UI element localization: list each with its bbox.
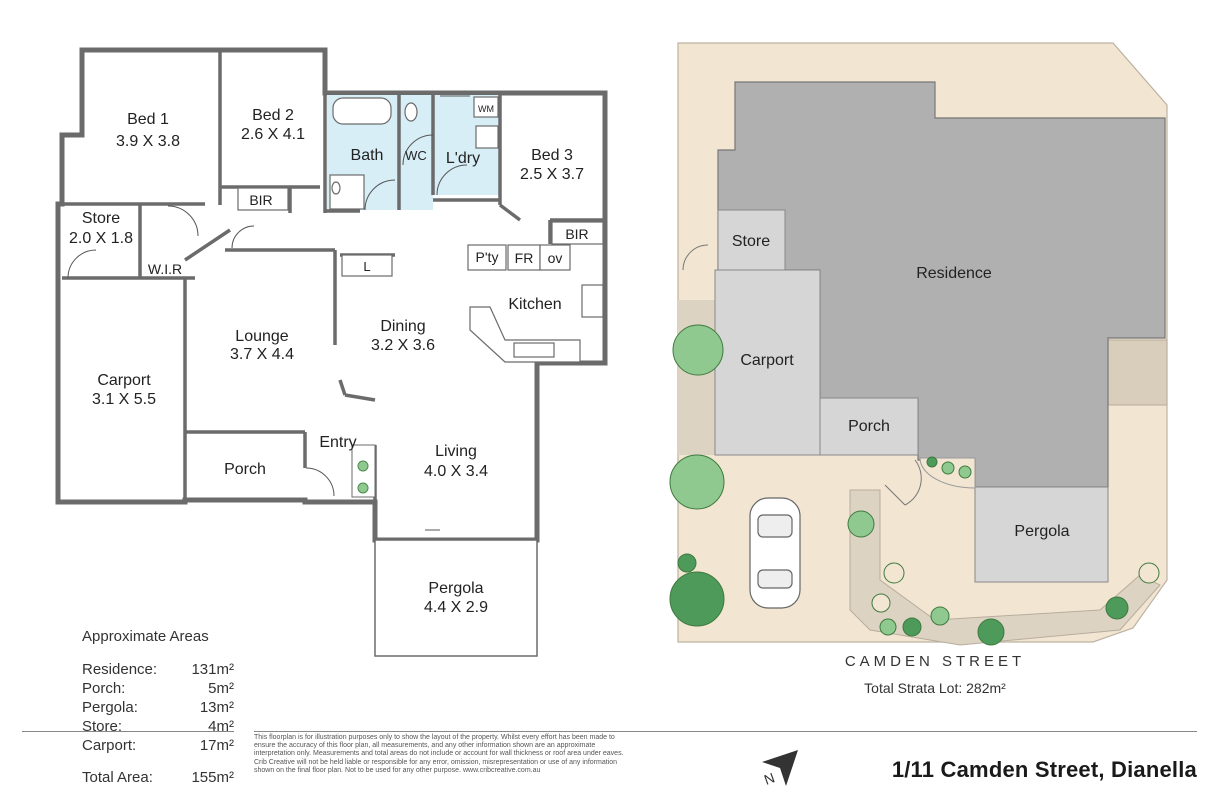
- room-size-carport: 3.1 X 5.5: [92, 391, 156, 408]
- room-name-bath: Bath: [351, 147, 384, 164]
- site-store: [717, 209, 786, 271]
- room-size-pergola: 4.4 X 2.9: [424, 599, 488, 616]
- site-label-carport: Carport: [740, 352, 794, 369]
- site-label-residence: Residence: [916, 265, 992, 282]
- site-label-pergola: Pergola: [1014, 523, 1069, 540]
- site-plan: [669, 42, 1168, 646]
- sink: [513, 342, 555, 358]
- laundry-tub: [475, 125, 499, 149]
- room-name-living: Living: [435, 443, 477, 460]
- cooktop: [581, 284, 604, 318]
- room-size-bed1: 3.9 X 3.8: [116, 133, 180, 150]
- disclaimer-text: This floorplan is for illustration purpo…: [254, 734, 624, 774]
- site-pergola: [974, 486, 1109, 583]
- label-fridge: FR: [515, 250, 534, 266]
- room-name-entry: Entry: [319, 434, 356, 451]
- tree-icons: [669, 324, 1160, 646]
- property-address: 1/11 Camden Street, Dianella: [891, 757, 1197, 782]
- fridge: [507, 244, 541, 271]
- room-size-store: 2.0 X 1.8: [69, 230, 133, 247]
- linen: [341, 254, 393, 277]
- room-name-pergola: Pergola: [428, 580, 483, 597]
- room-size-lounge: 3.7 X 4.4: [230, 346, 294, 363]
- room-size-dining: 3.2 X 3.6: [371, 337, 435, 354]
- oven: [539, 244, 571, 271]
- room-name-kitchen: Kitchen: [508, 296, 561, 313]
- basin: [331, 181, 341, 195]
- total-strata-lot: Total Strata Lot: 282m²: [864, 680, 1006, 696]
- label-bir-bed3: BIR: [565, 226, 588, 242]
- washing-machine: [473, 96, 499, 118]
- divider-right: [254, 731, 1197, 732]
- area-row: Porch:5m²: [82, 680, 234, 697]
- room-name-store: Store: [82, 210, 120, 227]
- svg-text:N: N: [762, 769, 777, 787]
- bir-bed2: [237, 187, 289, 211]
- floor-plan: [55, 47, 608, 657]
- areas-title: Approximate Areas: [82, 628, 209, 645]
- street-name: CAMDEN STREET: [844, 653, 1026, 670]
- approximate-areas: Approximate Areas Residence:131m² Porch:…: [82, 628, 234, 788]
- room-size-living: 4.0 X 3.4: [424, 463, 488, 480]
- bir-bed3: [551, 221, 604, 245]
- room-name-laundry: L'dry: [446, 150, 480, 167]
- area-row: Pergola:13m²: [82, 699, 234, 716]
- north-arrow-icon: N: [762, 750, 798, 788]
- room-name-bed3: Bed 3: [531, 147, 573, 164]
- side-strip-right: [1107, 339, 1168, 406]
- room-name-carport: Carport: [97, 372, 151, 389]
- site-label-store: Store: [732, 233, 770, 250]
- label-wir: W.I.R: [148, 261, 182, 277]
- car-icon: [749, 497, 801, 609]
- area-row: Carport:17m²: [82, 737, 234, 754]
- label-pantry: P'ty: [476, 249, 499, 265]
- area-row: Store:4m²: [82, 718, 234, 735]
- pantry: [467, 244, 507, 271]
- room-name-porch: Porch: [224, 461, 266, 478]
- side-path: [678, 300, 715, 455]
- room-name-lounge: Lounge: [235, 328, 288, 345]
- room-name-bed1: Bed 1: [127, 111, 169, 128]
- area-total-row: Total Area:155m²: [82, 769, 234, 786]
- toilet: [404, 102, 418, 122]
- room-name-dining: Dining: [380, 318, 425, 335]
- label-linen: L: [363, 259, 370, 274]
- site-label-porch: Porch: [848, 418, 890, 435]
- room-size-bed2: 2.6 X 4.1: [241, 126, 305, 143]
- divider-left: [22, 731, 234, 732]
- room-size-bed3: 2.5 X 3.7: [520, 166, 584, 183]
- room-name-bed2: Bed 2: [252, 107, 294, 124]
- area-row: Residence:131m²: [82, 661, 234, 678]
- bath-tub: [332, 97, 392, 125]
- label-oven: ov: [548, 250, 563, 266]
- room-name-wc: WC: [405, 148, 427, 163]
- label-wm: WM: [478, 104, 494, 114]
- pergola-outline: [374, 539, 538, 657]
- label-bir-bed2: BIR: [249, 192, 272, 208]
- site-porch: [819, 397, 919, 456]
